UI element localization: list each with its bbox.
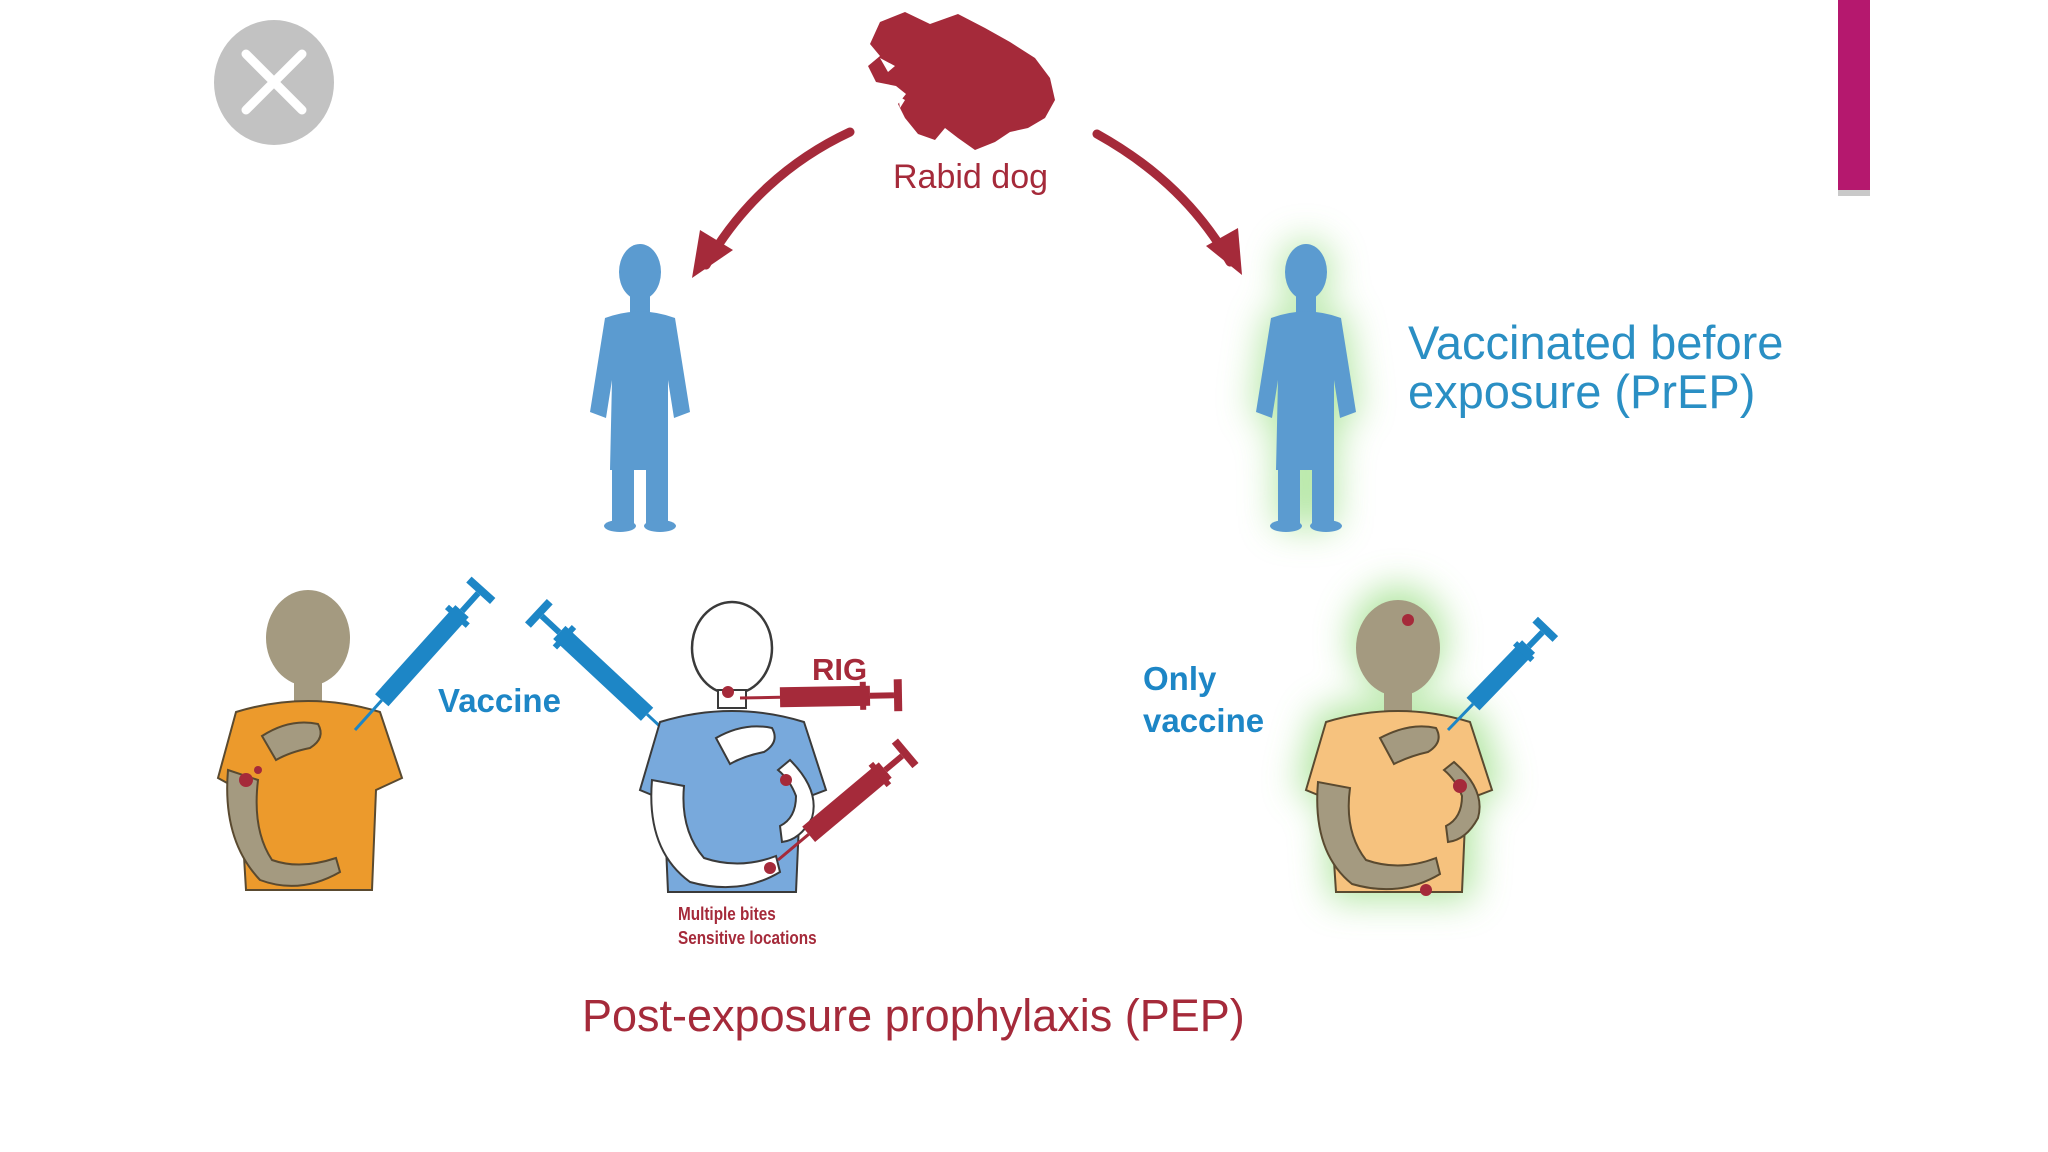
close-button[interactable] bbox=[214, 20, 334, 145]
only-vaccine-label: Only vaccine bbox=[1143, 660, 1265, 739]
syringe-vaccine-right-icon bbox=[1446, 616, 1559, 732]
arrowhead-left-icon bbox=[692, 230, 733, 278]
child-peach-shirt-icon bbox=[1296, 586, 1504, 900]
child-orange-shirt-icon bbox=[216, 590, 404, 891]
rabid-dog-icon bbox=[868, 12, 1055, 150]
rabid-dog-label: Rabid dog bbox=[893, 158, 1049, 196]
child-silhouette-left-icon bbox=[590, 244, 690, 532]
vaccine-label: Vaccine bbox=[438, 682, 561, 719]
syringe-vaccine-left-icon bbox=[353, 576, 496, 732]
child-silhouette-right-icon bbox=[1252, 240, 1360, 532]
syringe-rig-icon bbox=[739, 679, 903, 712]
arrow-right-icon bbox=[1092, 129, 1235, 267]
rig-label: RIG bbox=[812, 652, 868, 687]
syringe-rig-diagonal-icon bbox=[777, 738, 919, 862]
arrowhead-right-icon bbox=[1206, 228, 1242, 275]
prep-label: Vaccinated before exposure (PrEP) bbox=[1408, 316, 1784, 418]
arrow-left-icon bbox=[701, 127, 855, 270]
accent-bar bbox=[1838, 0, 1870, 196]
bites-note-label: Multiple bites Sensitive locations bbox=[678, 904, 817, 948]
pep-label: Post-exposure prophylaxis (PEP) bbox=[582, 990, 1245, 1041]
child-blue-shirt-icon bbox=[638, 600, 828, 893]
close-icon bbox=[241, 49, 307, 115]
